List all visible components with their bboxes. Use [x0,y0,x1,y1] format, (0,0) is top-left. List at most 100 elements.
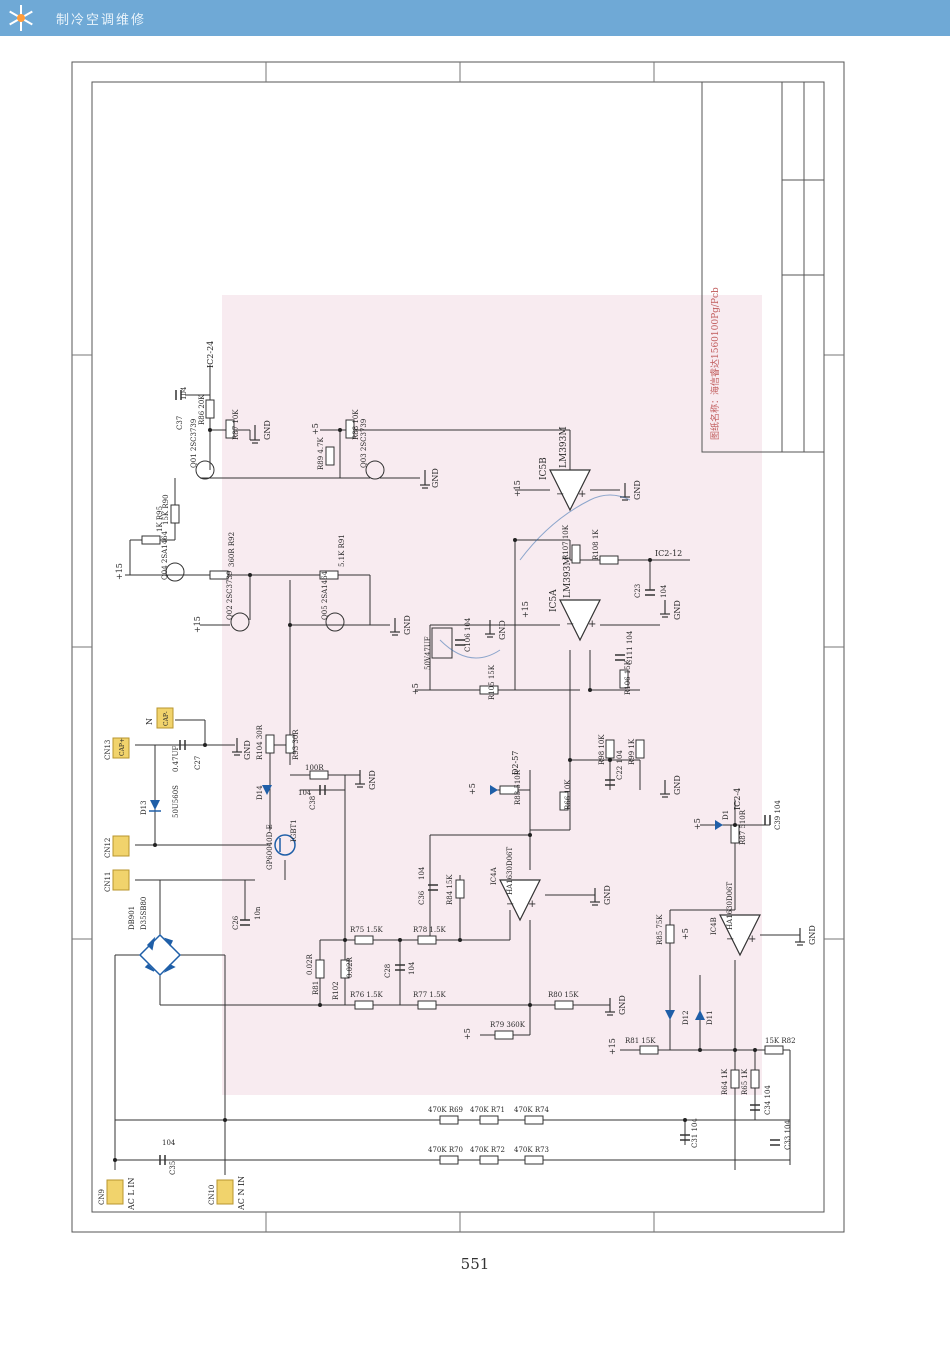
resistor-r80 [554,1000,574,1010]
label-d11: D11 [706,1010,714,1025]
handwriting-scribble [439,494,631,659]
connectors [106,707,234,1205]
gnd-label-1: GND [263,420,272,440]
supply-p5-4: +5 [463,1028,472,1040]
label-igbt: IGBT1 [290,819,298,842]
gnd-label-12: GND [498,620,507,640]
resistor-r89 [325,446,335,466]
gnd-label-9: GND [618,995,627,1015]
label-c22: C22 104 [616,750,624,780]
resistor-r74 [524,1115,544,1125]
label-r84: R84 15K [446,874,454,905]
label-cn12: CN12 [104,838,112,858]
label-c36v: 104 [418,866,426,880]
resistor-r85 [665,924,675,944]
supply-p5-1: +5 [311,423,320,435]
label-ic4a: IC4A [490,866,498,885]
bridge-rectifier-db901 [138,933,182,977]
resistor-r73 [524,1155,544,1165]
junction-dots [113,428,757,1162]
capacitor-c22 [605,779,615,786]
label-cn10: CN10 [208,1185,216,1205]
resistor-r81 [315,959,325,979]
resistor-r78 [417,935,437,945]
label-r76: R76 1.5K [350,991,384,999]
resistor-r66 [559,791,569,811]
resistor-r99 [635,739,645,759]
page-number: 551 [460,1255,490,1273]
label-c37: C37 [176,416,184,430]
resistor-r90 [170,504,180,524]
svg-text:−: − [556,489,564,500]
resistor-r91 [319,570,339,580]
comparator-ic5b [549,469,591,512]
gnd-label-8: GND [603,885,612,905]
net-d2-57: D2-57 [511,751,520,775]
label-d13: D13 [140,800,148,815]
supply-p15-4: +15 [521,601,530,618]
label-r80: R80 15K [548,991,579,999]
resistor-r75 [354,935,374,945]
label-ic5b: IC5B [539,457,549,480]
gnd-label-6: GND [243,740,252,760]
gnd-icon-10 [660,780,670,798]
supply-p5-6: +5 [681,928,690,940]
supply-p5-5: +5 [693,818,702,830]
resistor-r82 [764,1045,784,1055]
label-c34: C34 104 [764,1085,772,1115]
label-r102: R102 [332,981,340,1000]
diode-d11 [695,1010,705,1020]
resistor-r86 [205,399,215,419]
label-r81: R81 [312,981,320,995]
label-c26: C26 [232,915,240,930]
resistor-r87b [730,824,740,844]
label-r85: R85 75K [656,914,664,945]
label-r104: R104 30R [256,724,264,760]
label-r77: R77 1.5K [413,991,447,999]
gnd-icon-9 [605,998,615,1016]
label-r83: R83 510R [514,769,522,805]
svg-text:−: − [506,899,514,910]
label-acl-in: AC L IN [127,1178,136,1211]
supply-p15-5: +15 [608,1038,617,1055]
capacitor-c39 [764,815,771,825]
capacitor-c37 [175,390,182,400]
label-acn-in: AC N IN [237,1176,246,1211]
resistor-r100 [309,770,329,780]
connector-cn11 [112,869,130,891]
label-c26v: 10n [254,906,262,920]
resistor-r104 [265,734,275,754]
gnd-icon-12 [485,620,495,638]
gnd-icon-8 [590,888,600,906]
label-r106: R106 15K [624,659,632,695]
label-db901: DB901 [128,906,136,930]
resistor-r107 [571,544,581,564]
resistor-r79 [494,1030,514,1040]
resistor-r105 [479,685,499,695]
label-r79: R79 360K [490,1021,526,1029]
label-c111: C111 104 [626,630,634,665]
diodes [149,785,723,1020]
label-r92: 360R R92 [228,532,236,567]
gnd-icon-6 [232,738,242,756]
label-d12: D12 [682,1010,690,1025]
label-db-part: D35SB80 [140,897,148,930]
label-c23v: 104 [660,584,668,598]
label-r93: R93 30R [292,729,300,760]
label-c38: C38 [309,796,317,810]
capacitor-c26 [240,919,250,926]
resistor-r106 [619,669,629,689]
svg-text:+: + [578,489,586,500]
label-r73: 470K R73 [514,1146,549,1154]
gnd-label-3: GND [403,615,412,635]
gnd-label-4: GND [633,480,642,500]
igbt-symbol [274,834,296,856]
gnd-icon-3 [390,618,400,636]
gnd-label-5: GND [673,600,682,620]
opamp-pin-signs: −+ −+ −+ −+ [506,489,756,945]
label-r87: R87 10K [232,409,240,440]
label-r91: 5.1K R91 [338,534,346,567]
label-c27v: 0.47UF [172,746,180,772]
label-r87b: R87 510R [739,809,747,845]
